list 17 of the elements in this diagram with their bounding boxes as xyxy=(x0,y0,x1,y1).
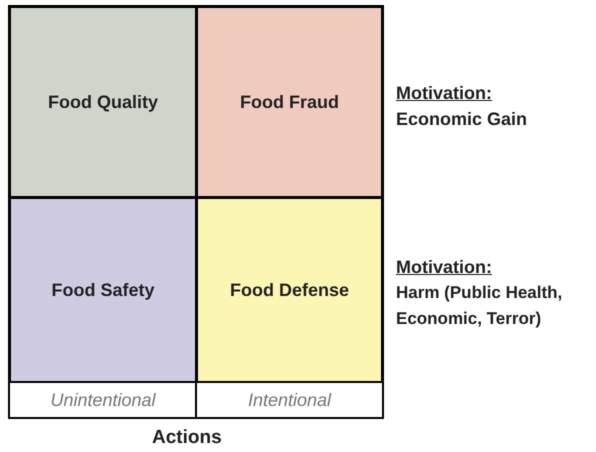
quadrant-box xyxy=(8,196,198,384)
motivation-text: Harm (Public Health, Economic, Terror) xyxy=(396,282,564,330)
quadrant-title: Food Fraud xyxy=(240,90,339,114)
motivation-heading: Motivation: xyxy=(396,256,492,279)
category-label: Intentional xyxy=(248,388,332,412)
quadrant-title: Food Defense xyxy=(230,278,349,302)
axis-category-box xyxy=(8,381,198,419)
quadrant-box xyxy=(195,196,384,384)
quadrant-title: Food Quality xyxy=(48,90,158,114)
quadrant-box xyxy=(8,5,198,199)
quadrant-title: Food Safety xyxy=(51,278,154,302)
axis-title: Actions xyxy=(152,426,222,450)
category-label: Unintentional xyxy=(50,388,156,412)
quadrant-box xyxy=(195,5,384,199)
motivation-heading: Motivation: xyxy=(396,82,492,105)
motivation-text: Economic Gain xyxy=(396,108,528,131)
axis-category-box xyxy=(195,381,384,419)
